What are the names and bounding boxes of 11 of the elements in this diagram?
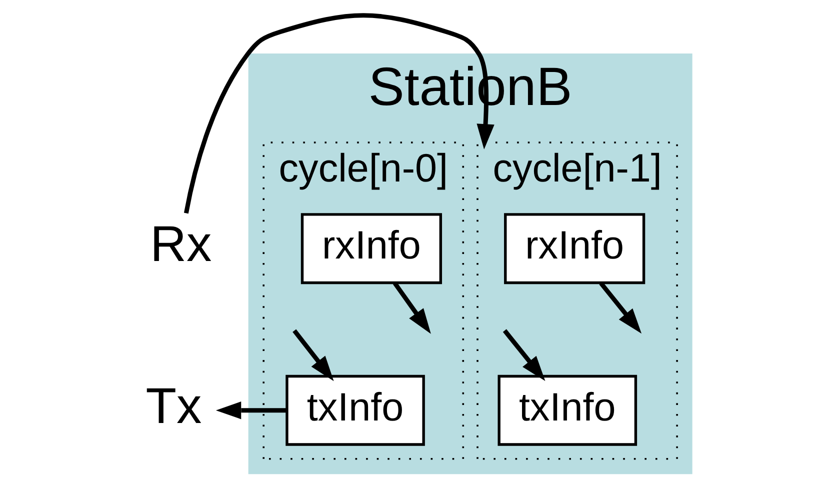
node-box: txInfo	[286, 374, 425, 446]
node-box: txInfo	[498, 374, 638, 446]
node-text: Rx	[150, 214, 212, 272]
arrow	[292, 329, 334, 382]
node-text: Tx	[146, 376, 202, 434]
node-box: rxInfo	[504, 213, 646, 284]
arrow	[502, 329, 546, 382]
arrow	[599, 282, 642, 334]
arrow	[392, 282, 431, 334]
node-box: rxInfo	[300, 213, 442, 284]
arrow	[216, 402, 287, 420]
